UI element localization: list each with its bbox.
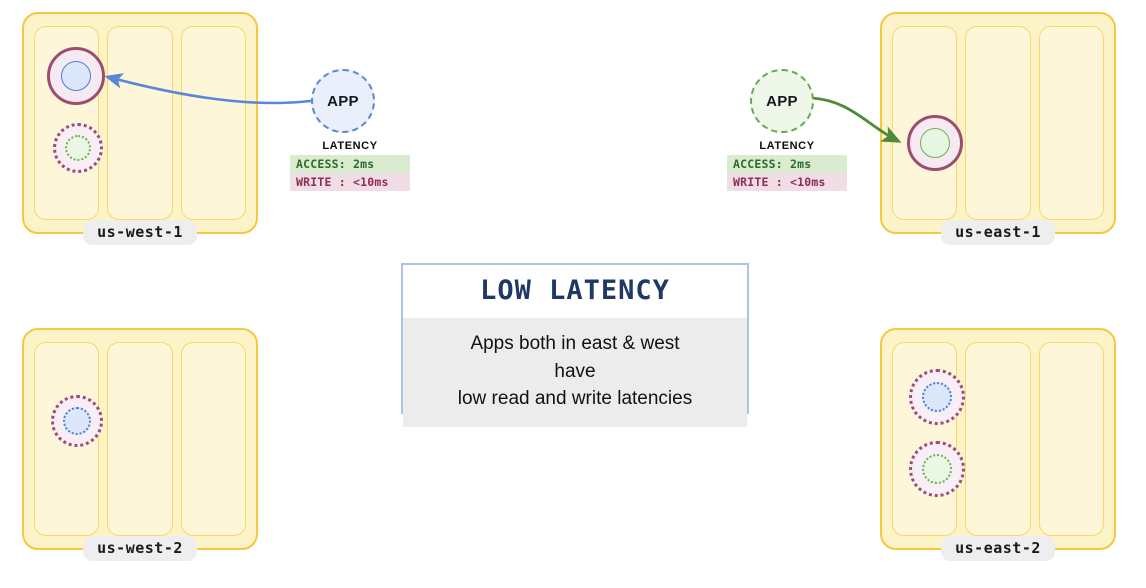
callout-body: Apps both in east & west have low read a… <box>403 318 747 427</box>
replica-node-dotted[interactable] <box>51 395 103 447</box>
replica-node-solid[interactable] <box>47 47 105 105</box>
region-us-east-1[interactable]: us-east-1 <box>880 12 1116 245</box>
replica-inner-blue <box>61 61 91 91</box>
replica-inner-green <box>65 135 91 161</box>
replica-node-dotted[interactable] <box>53 123 103 173</box>
replica-inner-green <box>922 454 952 484</box>
region-column <box>892 26 963 220</box>
region-column <box>965 26 1031 220</box>
region-us-east-2[interactable]: us-east-2 <box>880 328 1116 561</box>
app-node-east[interactable]: APP <box>750 69 814 133</box>
latency-write-row: WRITE : <10ms <box>727 173 847 191</box>
region-column <box>107 342 173 536</box>
callout-line-2: have <box>554 360 596 382</box>
latency-title: LATENCY <box>322 140 378 152</box>
latency-access-row: ACCESS: 2ms <box>727 155 847 173</box>
region-column <box>965 342 1031 536</box>
callout-low-latency: LOW LATENCY Apps both in east & west hav… <box>401 263 749 427</box>
replica-inner-blue <box>63 407 91 435</box>
region-label-us-east-2: us-east-2 <box>941 536 1055 561</box>
region-column <box>180 26 246 220</box>
region-column <box>1038 26 1104 220</box>
app-node-west[interactable]: APP <box>311 69 375 133</box>
region-column <box>180 342 246 536</box>
latency-access-row: ACCESS: 2ms <box>290 155 410 173</box>
latency-table-west: LATENCY ACCESS: 2ms WRITE : <10ms <box>290 140 410 191</box>
replica-inner-blue <box>922 382 952 412</box>
region-column <box>1038 342 1104 536</box>
region-us-west-1[interactable]: us-west-1 <box>22 12 258 245</box>
callout-title: LOW LATENCY <box>403 265 747 318</box>
replica-node-dotted[interactable] <box>909 441 965 497</box>
replica-inner-green <box>920 128 950 158</box>
latency-table-east: LATENCY ACCESS: 2ms WRITE : <10ms <box>727 140 847 191</box>
callout-line-3: low read and write latencies <box>457 388 693 410</box>
callout-line-1: Apps both in east & west <box>470 333 680 354</box>
region-column <box>34 342 103 536</box>
region-us-west-2[interactable]: us-west-2 <box>22 328 258 561</box>
region-label-us-west-2: us-west-2 <box>83 536 197 561</box>
latency-title: LATENCY <box>759 140 815 152</box>
region-column <box>107 26 173 220</box>
region-column <box>34 26 105 220</box>
replica-node-solid[interactable] <box>907 115 963 171</box>
replica-node-dotted[interactable] <box>909 369 965 425</box>
region-label-us-west-1: us-west-1 <box>83 220 197 245</box>
latency-write-row: WRITE : <10ms <box>290 173 410 191</box>
region-column <box>892 342 965 536</box>
region-label-us-east-1: us-east-1 <box>941 220 1055 245</box>
